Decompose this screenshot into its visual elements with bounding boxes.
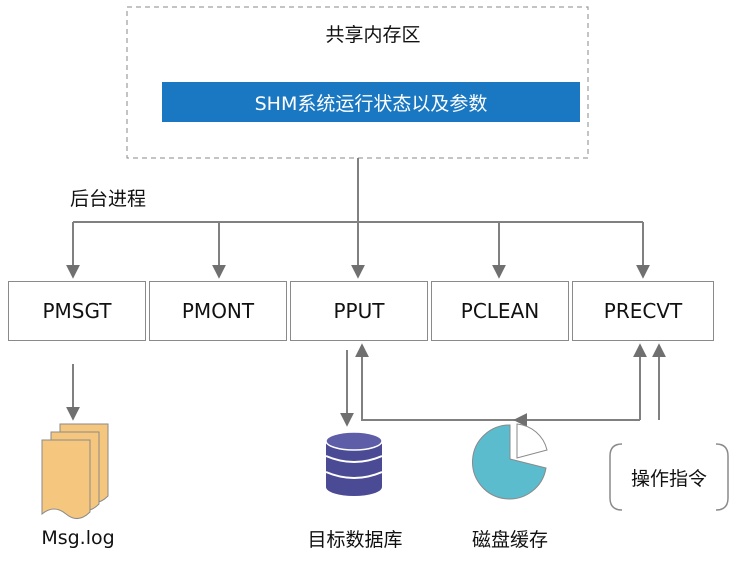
command-label: 操作指令 xyxy=(630,467,707,490)
process-precvt: PRECVT xyxy=(572,281,714,341)
arrow-to-pput-up xyxy=(355,343,640,421)
log-file-icon xyxy=(41,423,109,519)
disk-cache-caption: 磁盘缓存 xyxy=(471,529,548,551)
database-caption: 目标数据库 xyxy=(307,529,403,551)
log-file-caption: Msg.log xyxy=(41,527,115,549)
command-bracket xyxy=(609,443,729,511)
database-icon xyxy=(325,431,383,496)
process-pmsgt: PMSGT xyxy=(8,281,146,341)
disk-cache-icon xyxy=(472,423,548,500)
shm-status-banner: SHM系统运行状态以及参数 xyxy=(162,82,580,122)
process-pput: PPUT xyxy=(290,281,428,341)
process-pmont: PMONT xyxy=(149,281,287,341)
process-pclean: PCLEAN xyxy=(431,281,569,341)
shared-memory-title: 共享内存区 xyxy=(325,24,421,46)
background-process-label: 后台进程 xyxy=(70,188,147,210)
